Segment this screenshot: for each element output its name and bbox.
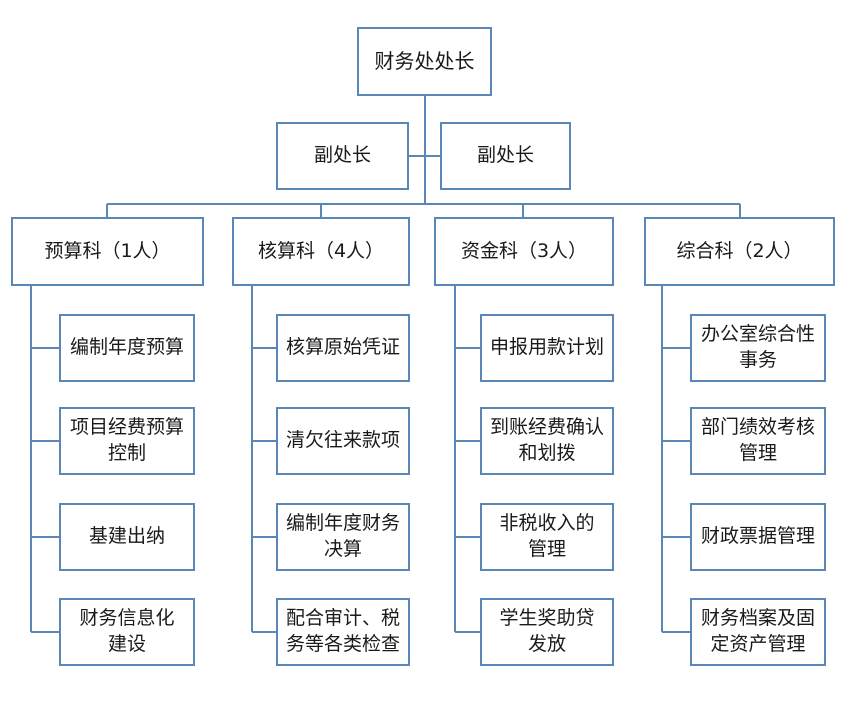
deputy-box-2: 副处长 [440,122,571,190]
duty-box: 申报用款计划 [480,314,614,382]
duty-box: 核算原始凭证 [276,314,410,382]
duty-box: 财务档案及固 定资产管理 [690,598,826,666]
department-box-general: 综合科（2人） [644,217,835,286]
duty-box: 项目经费预算 控制 [59,407,195,475]
duty-box: 编制年度财务 决算 [276,503,410,571]
deputy-box-1: 副处长 [276,122,409,190]
department-box-budget: 预算科（1人） [11,217,204,286]
duty-box: 编制年度预算 [59,314,195,382]
duty-box: 办公室综合性 事务 [690,314,826,382]
duty-box: 学生奖助贷 发放 [480,598,614,666]
department-box-accounting: 核算科（4人） [232,217,410,286]
duty-box: 配合审计、税 务等各类检查 [276,598,410,666]
duty-box: 非税收入的 管理 [480,503,614,571]
duty-box: 清欠往来款项 [276,407,410,475]
director-box: 财务处处长 [357,27,492,96]
department-box-funds: 资金科（3人） [434,217,614,286]
duty-box: 基建出纳 [59,503,195,571]
duty-box: 部门绩效考核 管理 [690,407,826,475]
duty-box: 财政票据管理 [690,503,826,571]
duty-box: 财务信息化 建设 [59,598,195,666]
duty-box: 到账经费确认 和划拨 [480,407,614,475]
